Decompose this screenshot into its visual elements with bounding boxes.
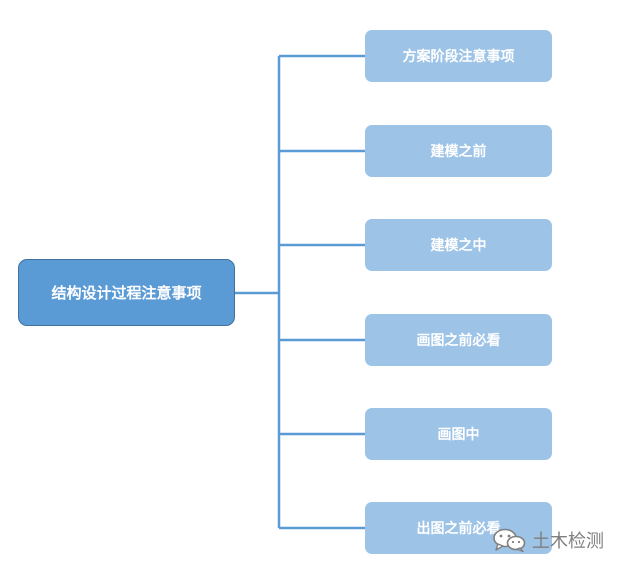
child-node: 建模之中 bbox=[365, 219, 552, 271]
child-node-label: 画图中 bbox=[437, 427, 480, 443]
child-node: 方案阶段注意事项 bbox=[365, 30, 552, 82]
child-node-label: 画图之前必看 bbox=[416, 333, 501, 349]
wechat-icon bbox=[493, 528, 526, 552]
child-node-label: 方案阶段注意事项 bbox=[402, 49, 515, 65]
root-node-label: 结构设计过程注意事项 bbox=[51, 284, 202, 302]
root-node: 结构设计过程注意事项 bbox=[18, 259, 235, 326]
child-node: 建模之前 bbox=[365, 125, 552, 177]
child-node: 画图之前必看 bbox=[365, 314, 552, 366]
watermark-text: 土木检测 bbox=[532, 531, 604, 552]
child-node: 画图中 bbox=[365, 408, 552, 460]
child-node-label: 建模之中 bbox=[430, 238, 487, 254]
child-node-label: 出图之前必看 bbox=[416, 521, 501, 537]
watermark: 土木检测 bbox=[492, 527, 604, 553]
child-node-label: 建模之前 bbox=[430, 144, 487, 160]
